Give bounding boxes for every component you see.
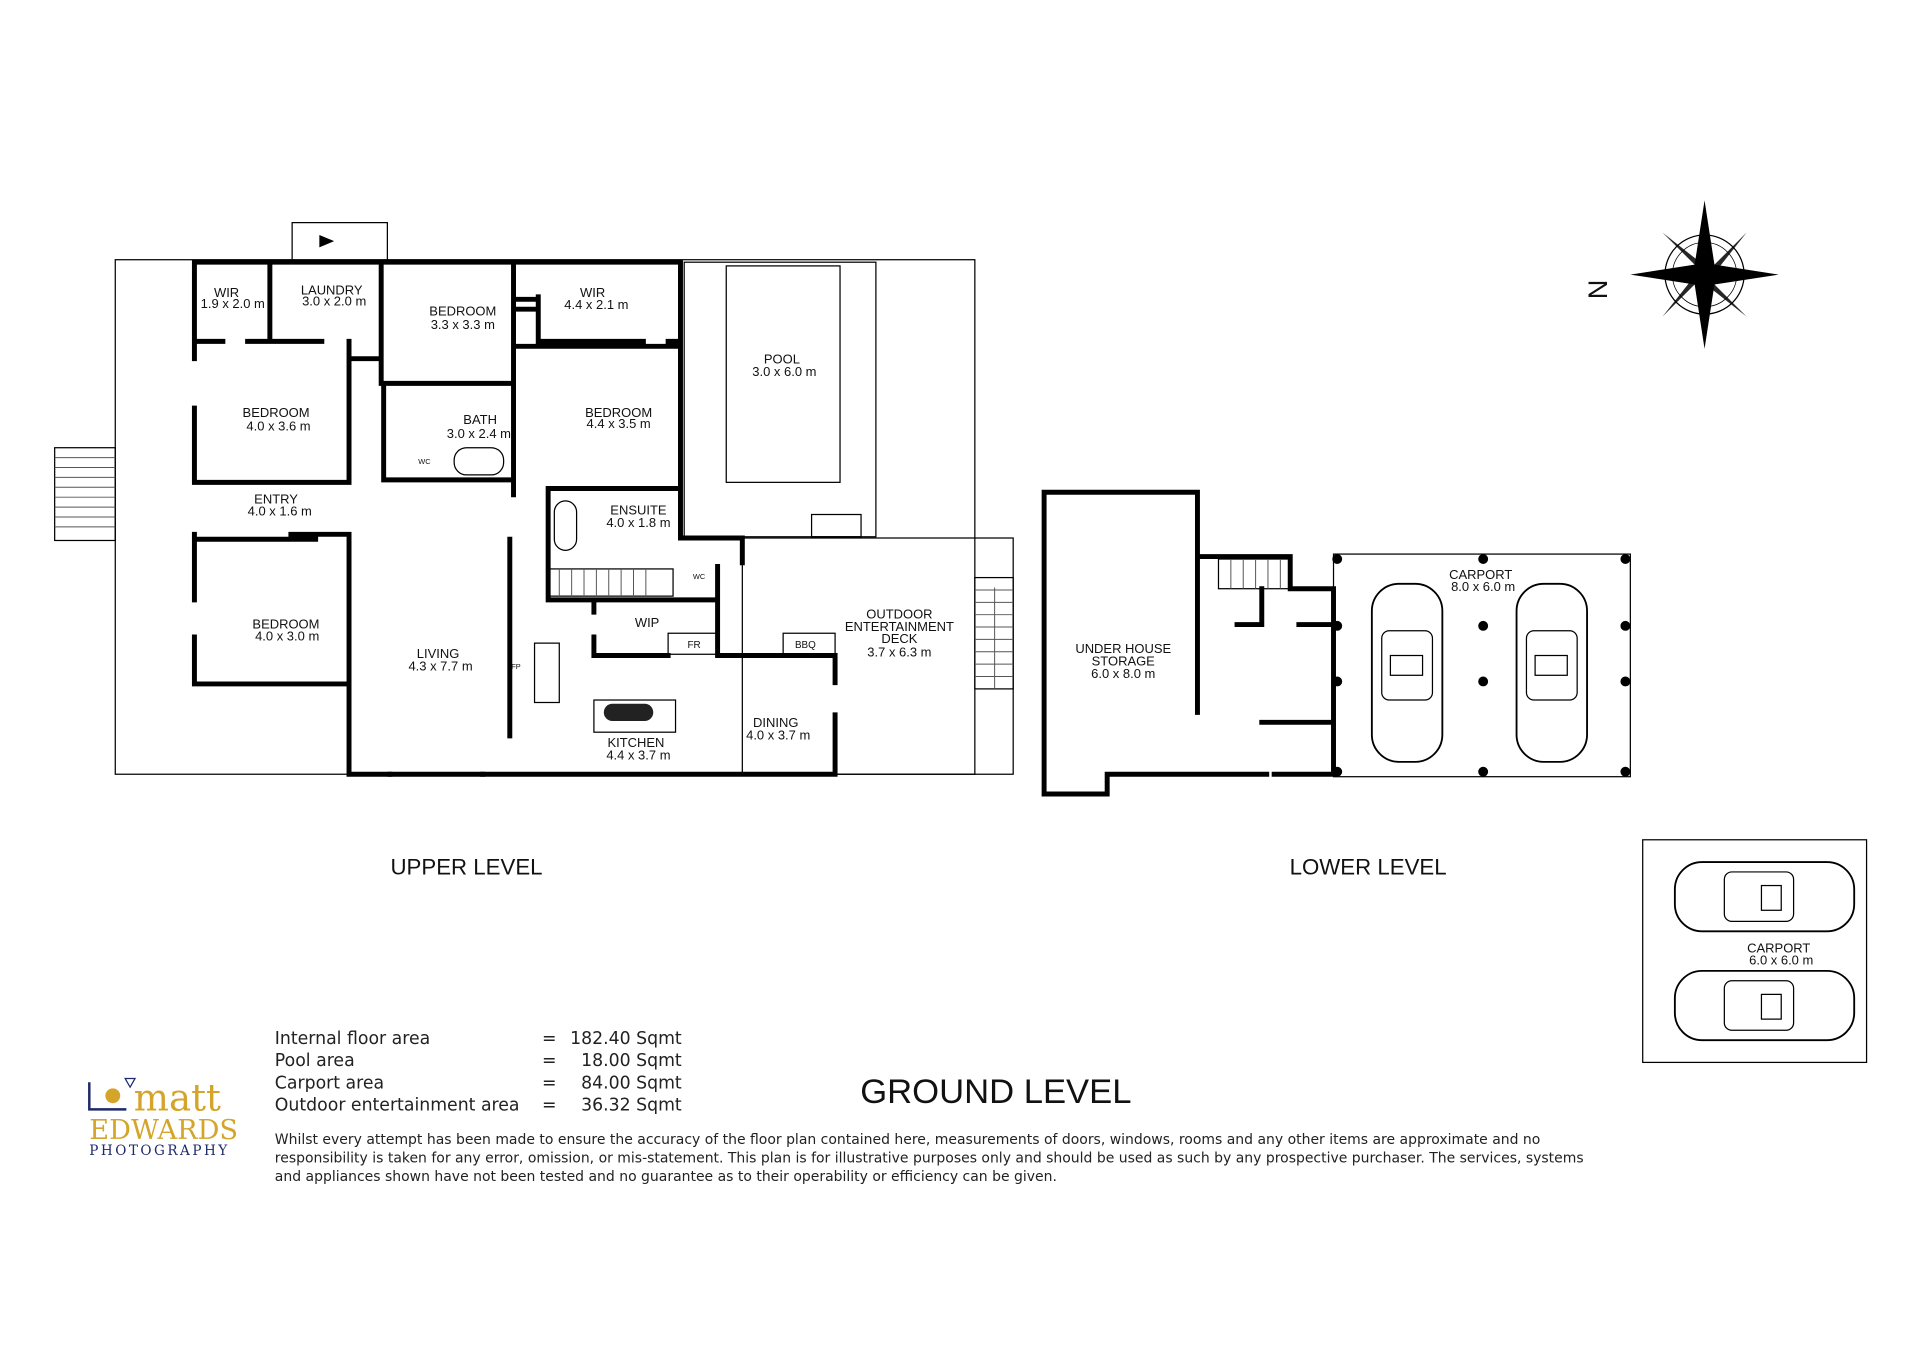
area-table: Internal floor area = 182.40 Sqmt Pool a… — [275, 1029, 682, 1116]
fridge-label: FR — [688, 640, 701, 651]
room-dims: 4.0 x 1.8 m — [606, 515, 670, 530]
car-icon — [1515, 582, 1588, 763]
room-name: WIR — [580, 285, 605, 300]
room-name: BEDROOM — [585, 405, 652, 420]
area-eq: = — [542, 1073, 557, 1093]
room-name: CARPORT — [1747, 940, 1810, 955]
area-value: 84.00 Sqmt — [581, 1073, 682, 1093]
room-dims: 4.0 x 1.6 m — [248, 504, 312, 519]
room-name: WIR — [214, 285, 239, 300]
wc-label: WC — [693, 572, 706, 581]
wc-label: WC — [418, 457, 431, 466]
room-name: DINING — [753, 715, 798, 730]
room-dims: 6.0 x 6.0 m — [1749, 953, 1813, 968]
logo-photography: PHOTOGRAPHY — [89, 1143, 229, 1159]
area-label: Internal floor area — [275, 1029, 430, 1049]
room-dims: 3.7 x 6.3 m — [867, 645, 931, 660]
area-value: 182.40 Sqmt — [570, 1029, 682, 1049]
room-name: BEDROOM — [252, 616, 319, 631]
room-name: ENTRY — [254, 491, 298, 506]
room-name: LIVING — [417, 646, 460, 661]
disclaimer-line: Whilst every attempt has been made to en… — [275, 1132, 1541, 1148]
room-dims: 3.0 x 6.0 m — [752, 364, 816, 379]
lower-level-plan: UNDER HOUSE STORAGE 6.0 x 8.0 m CARPORT … — [1041, 489, 1631, 879]
car-icon — [1370, 582, 1444, 763]
room-dims: 8.0 x 6.0 m — [1451, 579, 1515, 594]
room-name: STORAGE — [1092, 653, 1156, 668]
ground-level-title: GROUND LEVEL — [860, 1073, 1131, 1111]
area-value: 36.32 Sqmt — [581, 1096, 682, 1116]
room-dims: 4.4 x 2.1 m — [564, 297, 628, 312]
room-dims: 3.0 x 2.0 m — [302, 293, 366, 308]
area-label: Pool area — [275, 1051, 355, 1071]
logo-matt: matt — [134, 1077, 221, 1120]
room-dims: 4.4 x 3.5 m — [587, 416, 651, 431]
car-icon — [1673, 861, 1856, 933]
room-name: BEDROOM — [429, 303, 496, 318]
area-value: 18.00 Sqmt — [581, 1051, 682, 1071]
room-name: BEDROOM — [243, 405, 310, 420]
area-label: Carport area — [275, 1073, 384, 1093]
room-dims: 4.0 x 3.7 m — [746, 728, 810, 743]
disclaimer-line: responsibility is taken for any error, o… — [275, 1151, 1584, 1167]
room-name: CARPORT — [1449, 567, 1512, 582]
disclaimer: Whilst every attempt has been made to en… — [275, 1132, 1584, 1185]
area-eq: = — [542, 1096, 557, 1116]
room-name: LAUNDRY — [301, 282, 363, 297]
front-stairs — [54, 447, 116, 542]
room-name: KITCHEN — [607, 735, 664, 750]
company-logo: matt EDWARDS PHOTOGRAPHY — [88, 1077, 238, 1159]
room-dims: 3.3 x 3.3 m — [431, 317, 495, 332]
bbq-label: BBQ — [795, 640, 816, 651]
upper-level-title: UPPER LEVEL — [390, 854, 542, 879]
room-name: WIP — [635, 615, 659, 630]
room-dims: 4.3 x 7.7 m — [408, 658, 472, 673]
room-dims: 4.4 x 3.7 m — [606, 747, 670, 762]
carport-lower — [1332, 553, 1631, 778]
room-name: POOL — [764, 352, 800, 367]
fireplace-label: FP — [511, 662, 521, 671]
area-eq: = — [542, 1029, 557, 1049]
area-eq: = — [542, 1051, 557, 1071]
disclaimer-line: and appliances shown have not been teste… — [275, 1169, 1057, 1185]
area-label: Outdoor entertainment area — [275, 1096, 520, 1116]
lower-level-title: LOWER LEVEL — [1290, 854, 1447, 879]
room-dims: 1.9 x 2.0 m — [201, 296, 265, 311]
room-name: ENSUITE — [610, 503, 667, 518]
logo-edwards: EDWARDS — [89, 1115, 238, 1146]
car-icon — [1673, 969, 1856, 1042]
room-name: ENTERTAINMENT — [845, 619, 954, 634]
ground-carport: CARPORT 6.0 x 6.0 m — [1642, 839, 1868, 1064]
deck-stairs — [974, 576, 1014, 690]
room-name: UNDER HOUSE — [1075, 641, 1171, 656]
compass-icon — [1630, 200, 1779, 349]
room-dims: 4.0 x 3.0 m — [255, 629, 319, 644]
rear-stairs — [291, 222, 388, 263]
room-dims: 6.0 x 8.0 m — [1091, 666, 1155, 681]
pool — [725, 265, 841, 483]
room-dims: 4.0 x 3.6 m — [246, 418, 310, 433]
room-dims: 3.0 x 2.4 m — [447, 426, 511, 441]
upper-level-plan: WIR 1.9 x 2.0 m LAUNDRY 3.0 x 2.0 m BEDR… — [54, 222, 1014, 879]
room-name: DECK — [881, 631, 917, 646]
room-name: BATH — [463, 412, 497, 427]
room-name: OUTDOOR — [866, 606, 932, 621]
north-label: N — [1582, 280, 1613, 300]
